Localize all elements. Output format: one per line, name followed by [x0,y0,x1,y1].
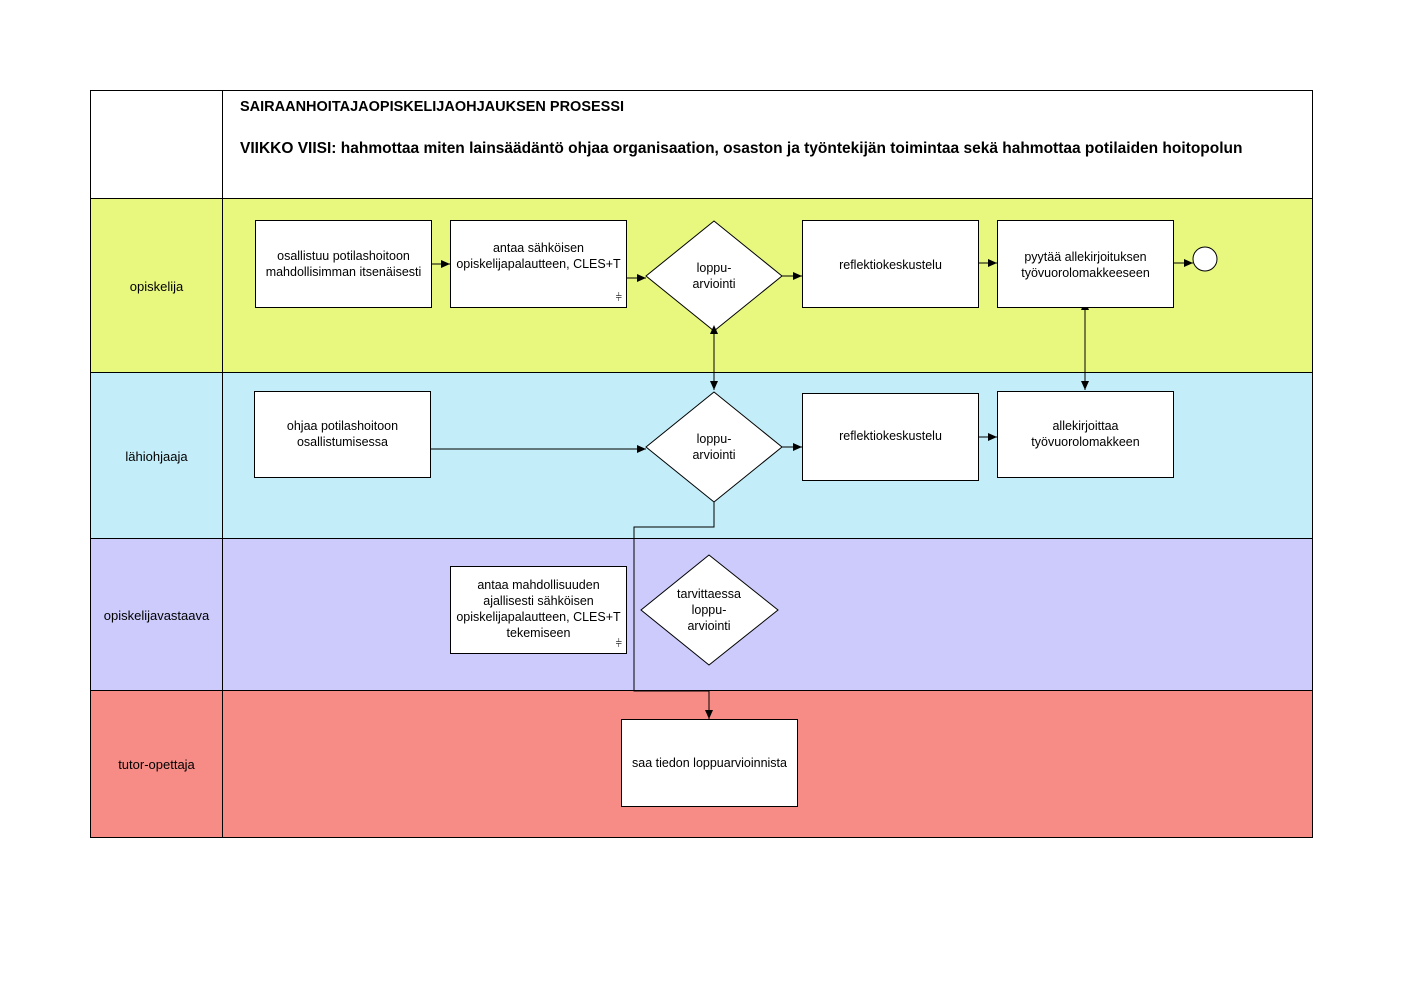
lane-label-tutor-opettaja: tutor-opettaja [91,691,223,837]
text-loppuarviointi-opiskelija: loppu- arviointi [692,261,736,291]
box-saa-tiedon-text: saa tiedon loppuarvioinnista [632,756,787,770]
box-antaa-mahdollisuuden: antaa mahdollisuuden ajallisesti sähköis… [450,566,627,654]
lane-label-lahiohjaaja: lähiohjaaja [91,373,223,539]
lane-label-opiskelija: opiskelija [91,199,223,373]
box-reflektio-opiskelija-text: reflektiokeskustelu [839,258,942,272]
box-pyytaa: pyytää allekirjoituksen työvuorolomakkee… [997,220,1174,308]
box-allekirjoittaa-text: allekirjoittaa työvuorolomakkeen [1031,419,1140,449]
end-event-circle [1192,246,1218,272]
box-antaa-mahdollisuuden-text: antaa mahdollisuuden ajallisesti sähköis… [456,578,621,640]
box-reflektio-lahiohjaaja: reflektiokeskustelu [802,393,979,481]
header-empty-cell [91,91,223,199]
diagram-title: SAIRAANHOITAJAOPISKELIJAOHJAUKSEN PROSES… [240,99,625,115]
box-ohjaa: ohjaa potilashoitoon osallistumisessa [254,391,431,478]
box-reflektio-opiskelija: reflektiokeskustelu [802,220,979,308]
subprocess-icon: ⫩ [615,638,622,650]
diamond-tarvittaessa [640,554,779,666]
box-osallistuu: osallistuu potilashoitoon mahdollisimman… [255,220,432,308]
text-loppuarviointi-lahiohjaaja: loppu- arviointi [692,432,736,462]
text-tarvittaessa: tarvittaessa loppu- arviointi [677,587,741,633]
box-allekirjoittaa: allekirjoittaa työvuorolomakkeen [997,391,1174,478]
box-antaa-palaute-text: antaa sähköisen opiskelijapalautteen, CL… [456,241,621,271]
header-row [90,90,1313,199]
box-pyytaa-text: pyytää allekirjoituksen työvuorolomakkee… [1021,250,1150,280]
subprocess-icon: ⫩ [615,292,622,304]
box-reflektio-lahiohjaaja-text: reflektiokeskustelu [839,429,942,443]
lane-label-opiskelijavastaava: opiskelijavastaava [91,539,223,691]
box-saa-tiedon: saa tiedon loppuarvioinnista [621,719,798,807]
arrow-loppuarviointi-to-saa-tiedon [633,502,715,719]
diagram-subtitle: VIIKKO VIISI: hahmottaa miten lainsäädän… [240,140,1243,157]
box-ohjaa-text: ohjaa potilashoitoon osallistumisessa [286,419,399,449]
box-antaa-palaute: antaa sähköisen opiskelijapalautteen, CL… [450,220,627,308]
